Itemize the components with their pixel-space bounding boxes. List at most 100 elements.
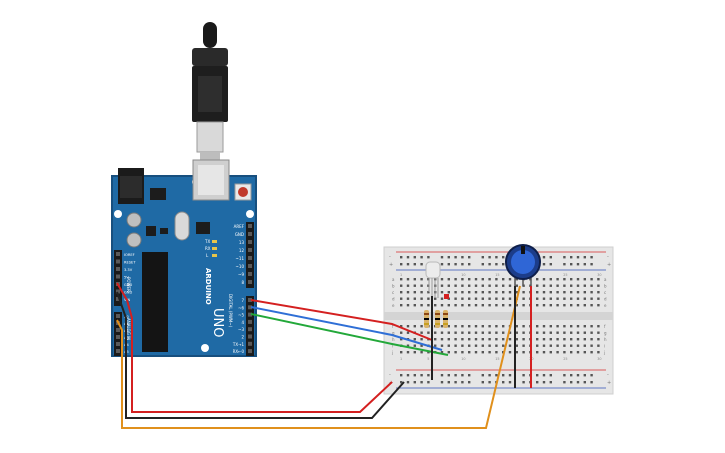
breadboard-hole[interactable]: [495, 325, 498, 328]
rail-hole[interactable]: [549, 374, 552, 377]
rail-hole[interactable]: [481, 256, 484, 259]
breadboard-hole[interactable]: [590, 291, 593, 294]
breadboard-hole[interactable]: [427, 331, 430, 334]
breadboard-hole[interactable]: [583, 297, 586, 300]
breadboard-hole[interactable]: [440, 331, 444, 334]
rail-hole[interactable]: [508, 374, 512, 377]
rail-hole[interactable]: [447, 374, 450, 377]
breadboard-hole[interactable]: [434, 331, 437, 334]
breadboard-hole[interactable]: [461, 278, 464, 281]
breadboard-hole[interactable]: [406, 331, 410, 334]
rail-hole[interactable]: [468, 374, 471, 377]
breadboard-hole[interactable]: [590, 331, 593, 334]
breadboard-hole[interactable]: [522, 304, 525, 307]
breadboard-hole[interactable]: [563, 351, 566, 354]
breadboard-hole[interactable]: [556, 284, 559, 287]
rail-hole[interactable]: [400, 256, 403, 259]
rail-hole[interactable]: [468, 256, 471, 259]
breadboard-hole[interactable]: [542, 351, 546, 354]
breadboard-hole[interactable]: [515, 351, 518, 354]
breadboard-hole[interactable]: [590, 325, 593, 328]
rail-hole[interactable]: [454, 381, 457, 384]
breadboard-hole[interactable]: [576, 304, 580, 307]
breadboard-hole[interactable]: [556, 331, 559, 334]
breadboard-hole[interactable]: [434, 304, 437, 307]
breadboard-hole[interactable]: [447, 291, 450, 294]
breadboard-hole[interactable]: [488, 278, 491, 281]
breadboard-hole[interactable]: [597, 304, 600, 307]
rail-hole[interactable]: [590, 263, 593, 266]
breadboard-hole[interactable]: [420, 291, 423, 294]
breadboard-hole[interactable]: [542, 284, 546, 287]
breadboard-hole[interactable]: [413, 291, 416, 294]
rail-hole[interactable]: [447, 256, 450, 259]
rail-hole[interactable]: [481, 374, 484, 377]
breadboard-hole[interactable]: [556, 338, 559, 341]
breadboard-hole[interactable]: [502, 304, 505, 307]
breadboard-hole[interactable]: [468, 331, 471, 334]
breadboard-hole[interactable]: [413, 297, 416, 300]
breadboard-hole[interactable]: [549, 284, 552, 287]
rail-hole[interactable]: [502, 374, 505, 377]
breadboard-hole[interactable]: [597, 297, 600, 300]
breadboard-hole[interactable]: [427, 297, 430, 300]
breadboard-hole[interactable]: [461, 331, 464, 334]
breadboard-hole[interactable]: [508, 344, 512, 347]
rail-hole[interactable]: [454, 256, 457, 259]
breadboard-hole[interactable]: [549, 351, 552, 354]
breadboard-hole[interactable]: [508, 304, 512, 307]
rail-hole[interactable]: [583, 381, 586, 384]
header-pin[interactable]: [248, 319, 252, 324]
breadboard-hole[interactable]: [502, 278, 505, 281]
rail-hole[interactable]: [400, 381, 403, 384]
breadboard-hole[interactable]: [488, 331, 491, 334]
rail-hole[interactable]: [420, 381, 423, 384]
rail-hole[interactable]: [461, 381, 464, 384]
breadboard-hole[interactable]: [406, 297, 410, 300]
breadboard-hole[interactable]: [481, 291, 484, 294]
breadboard-hole[interactable]: [420, 304, 423, 307]
rail-hole[interactable]: [481, 263, 484, 266]
rail-hole[interactable]: [400, 374, 403, 377]
breadboard-hole[interactable]: [542, 331, 546, 334]
header-pin[interactable]: [116, 349, 120, 353]
rail-hole[interactable]: [570, 256, 573, 259]
breadboard-hole[interactable]: [447, 351, 450, 354]
breadboard-hole[interactable]: [563, 304, 566, 307]
rail-hole[interactable]: [413, 263, 416, 266]
breadboard-hole[interactable]: [447, 304, 450, 307]
rail-hole[interactable]: [590, 256, 593, 259]
header-pin[interactable]: [248, 349, 252, 354]
breadboard-hole[interactable]: [597, 278, 600, 281]
breadboard-hole[interactable]: [481, 278, 484, 281]
breadboard-hole[interactable]: [454, 325, 457, 328]
rail-hole[interactable]: [522, 381, 525, 384]
breadboard-hole[interactable]: [570, 351, 573, 354]
rail-hole[interactable]: [427, 381, 430, 384]
breadboard-hole[interactable]: [400, 304, 403, 307]
header-pin[interactable]: [248, 305, 252, 310]
rail-hole[interactable]: [583, 263, 586, 266]
header-pin[interactable]: [116, 342, 120, 346]
breadboard-hole[interactable]: [447, 338, 450, 341]
rail-hole[interactable]: [502, 263, 505, 266]
breadboard-hole[interactable]: [576, 351, 580, 354]
breadboard-hole[interactable]: [468, 304, 471, 307]
rail-hole[interactable]: [440, 263, 444, 266]
breadboard-hole[interactable]: [556, 278, 559, 281]
breadboard-hole[interactable]: [576, 331, 580, 334]
breadboard-hole[interactable]: [440, 344, 444, 347]
breadboard-hole[interactable]: [481, 325, 484, 328]
breadboard-hole[interactable]: [549, 338, 552, 341]
rail-hole[interactable]: [590, 381, 593, 384]
breadboard-hole[interactable]: [454, 278, 457, 281]
breadboard-hole[interactable]: [502, 291, 505, 294]
breadboard-hole[interactable]: [583, 344, 586, 347]
rail-hole[interactable]: [549, 381, 552, 384]
breadboard-hole[interactable]: [474, 338, 478, 341]
breadboard-hole[interactable]: [508, 297, 512, 300]
breadboard-hole[interactable]: [447, 325, 450, 328]
breadboard-hole[interactable]: [508, 338, 512, 341]
header-pin[interactable]: [248, 224, 252, 228]
breadboard-hole[interactable]: [454, 338, 457, 341]
